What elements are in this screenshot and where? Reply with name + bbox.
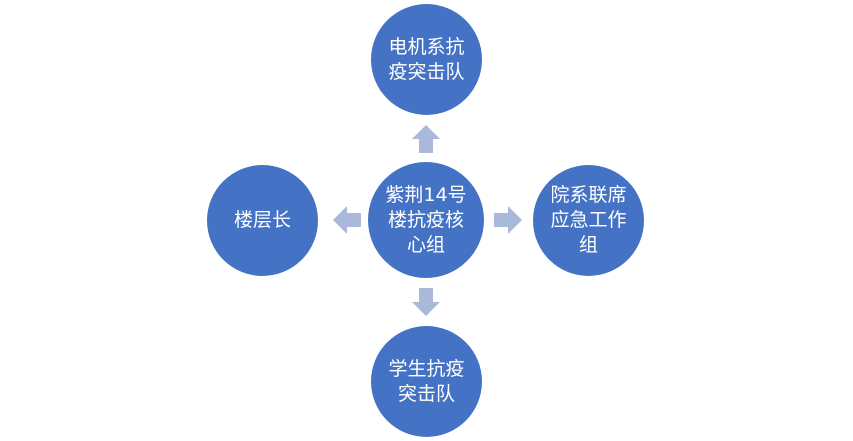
arrow-down-icon xyxy=(412,288,440,316)
node-core-group: 紫荆14号 楼抗疫核 心组 xyxy=(368,162,484,278)
node-label: 电机系抗 疫突击队 xyxy=(388,35,465,83)
node-dept-joint-group: 院系联席 应急工作 组 xyxy=(533,165,644,276)
arrow-up-icon xyxy=(412,125,440,153)
node-student-team: 学生抗疫 突击队 xyxy=(371,326,482,437)
node-label: 楼层长 xyxy=(233,209,291,231)
node-label: 学生抗疫 突击队 xyxy=(388,357,465,405)
node-label: 院系联席 应急工作 组 xyxy=(550,184,627,256)
arrow-left-icon xyxy=(333,206,361,234)
node-motor-dept-team: 电机系抗 疫突击队 xyxy=(371,4,482,115)
node-label: 紫荆14号 楼抗疫核 心组 xyxy=(385,183,467,256)
node-floor-leader: 楼层长 xyxy=(207,165,318,276)
arrow-right-icon xyxy=(494,206,522,234)
